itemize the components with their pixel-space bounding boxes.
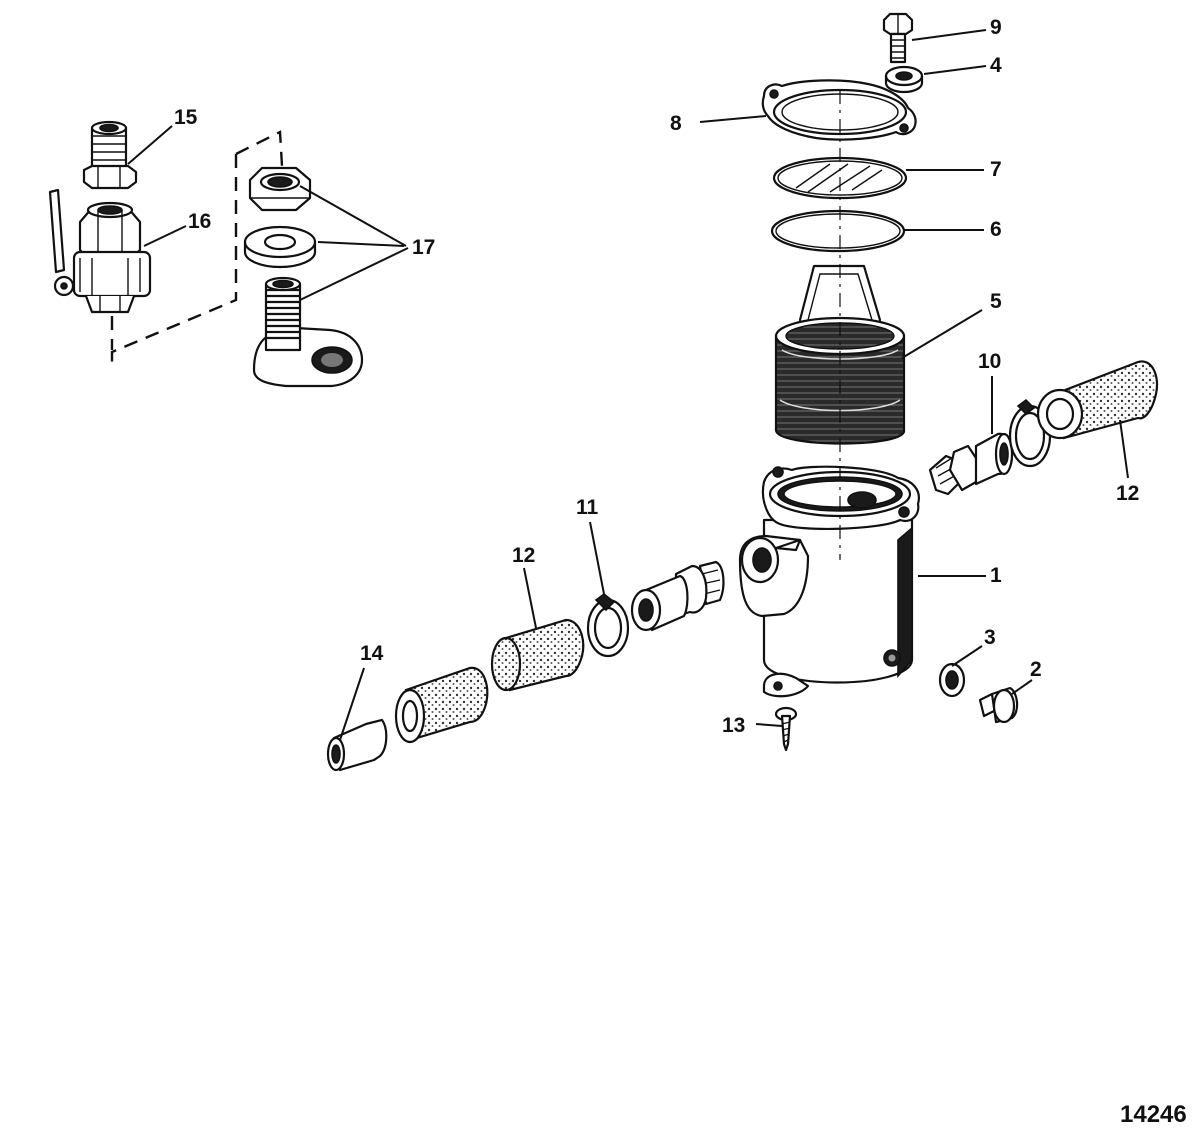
fitting-part-15 [82, 120, 138, 190]
washer-part-4 [884, 65, 924, 94]
bolt-part-9 [882, 12, 914, 64]
assembly-dashed-lines [110, 130, 284, 368]
callout-2: 2 [1030, 658, 1042, 681]
callout-labels: 9 4 8 7 6 5 10 12 1 3 2 13 11 12 14 15 1… [174, 16, 1139, 737]
hose-part-12-center [490, 618, 585, 692]
callout-13: 13 [722, 714, 745, 737]
hose-section-left [394, 666, 489, 744]
drain-plug-part-2 [978, 686, 1019, 724]
thru-hull-part-17 [243, 166, 364, 388]
callout-8: 8 [670, 112, 682, 135]
strainer-housing-part-1 [738, 465, 920, 698]
callout-6: 6 [990, 218, 1002, 241]
callout-9: 9 [990, 16, 1002, 39]
barb-fitting-part-10 [928, 432, 1014, 496]
gasket-part-6 [770, 209, 906, 253]
callout-3: 3 [984, 626, 996, 649]
callout-7: 7 [990, 158, 1002, 181]
callout-5: 5 [990, 290, 1002, 313]
hose-clamp-part-11 [586, 592, 630, 658]
callout-15: 15 [174, 106, 198, 129]
washer-part-3 [938, 662, 966, 698]
callout-16: 16 [188, 210, 211, 233]
ball-valve-part-16 [48, 188, 152, 314]
barb-fitting-inlet [630, 560, 725, 632]
callout-12-right: 12 [1116, 482, 1139, 505]
callout-11: 11 [576, 496, 599, 519]
callout-4: 4 [990, 54, 1002, 77]
callout-14: 14 [360, 642, 384, 665]
callout-12-center: 12 [512, 544, 535, 567]
figure-number: 14246 [1120, 1101, 1187, 1128]
leader-lines [127, 29, 1129, 741]
callout-1: 1 [990, 564, 1002, 587]
callout-10: 10 [978, 350, 1001, 373]
hose-barb-part-14 [326, 718, 388, 772]
callout-17: 17 [412, 236, 435, 259]
screw-part-13 [774, 706, 798, 752]
hose-part-12-right [1036, 360, 1159, 440]
